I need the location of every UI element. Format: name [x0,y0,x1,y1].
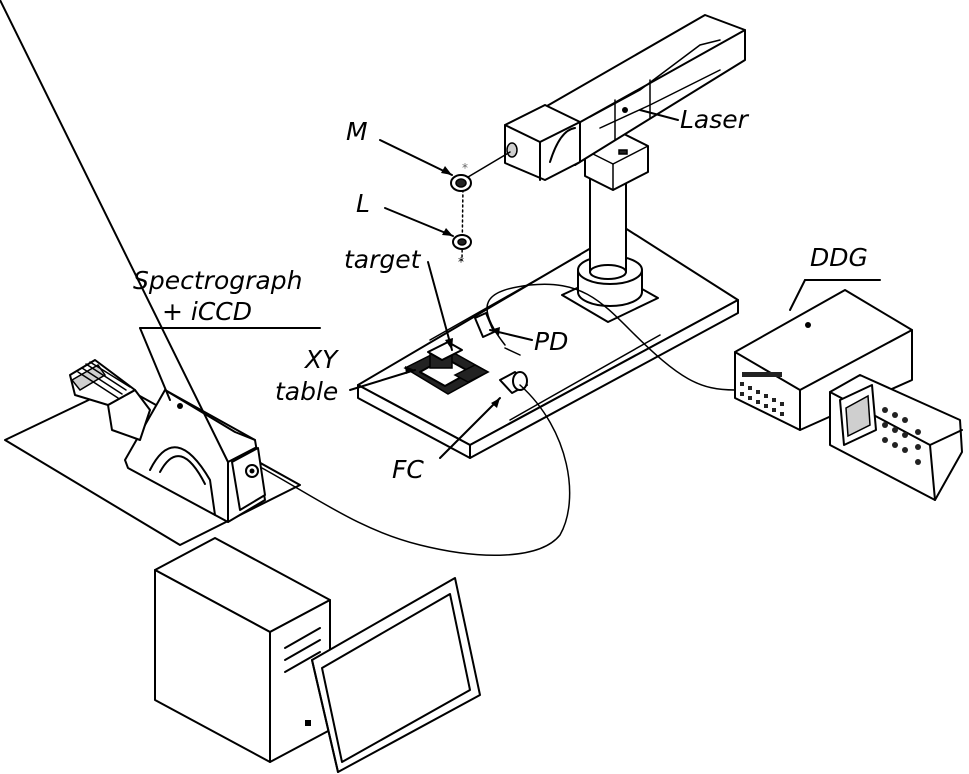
photodiode-label: PD [534,327,568,356]
ddg-leader [789,279,806,311]
pc-tower [154,537,331,763]
lens: * [452,234,472,269]
iccd-camera [69,359,151,441]
laser-leader [639,109,679,121]
laser-head [504,14,746,181]
fiber-to-spectrograph [261,384,571,556]
lens-leader [384,207,454,237]
ddg-label: DDG [810,243,868,272]
xy-table-label-line1: XY [303,345,339,374]
xy-table-label-line2: table [275,377,338,406]
spectrograph-label-line1: Spectrograph [133,266,302,295]
mirror-label: M [346,117,368,146]
oscilloscope [829,374,963,501]
xy-table-leader [349,369,416,391]
monitor [311,577,481,773]
lens-label: L [356,189,370,218]
spectrograph [0,0,266,523]
svg-text:*: * [462,161,468,175]
fc-label: FC [392,455,424,484]
xy-table [403,341,490,395]
fc-leader [439,397,501,459]
target-leader [427,261,453,351]
fiber-collimator [499,371,528,394]
cable-pd-ddg [486,283,736,391]
spectrograph-leader [139,327,171,401]
mirror: * [450,161,472,192]
mirror-leader [379,139,453,176]
svg-text:*: * [458,255,464,269]
laser-label: Laser [680,105,750,134]
spectrograph-label-line2: + iCCD [162,297,252,326]
target-label: target [344,245,422,274]
